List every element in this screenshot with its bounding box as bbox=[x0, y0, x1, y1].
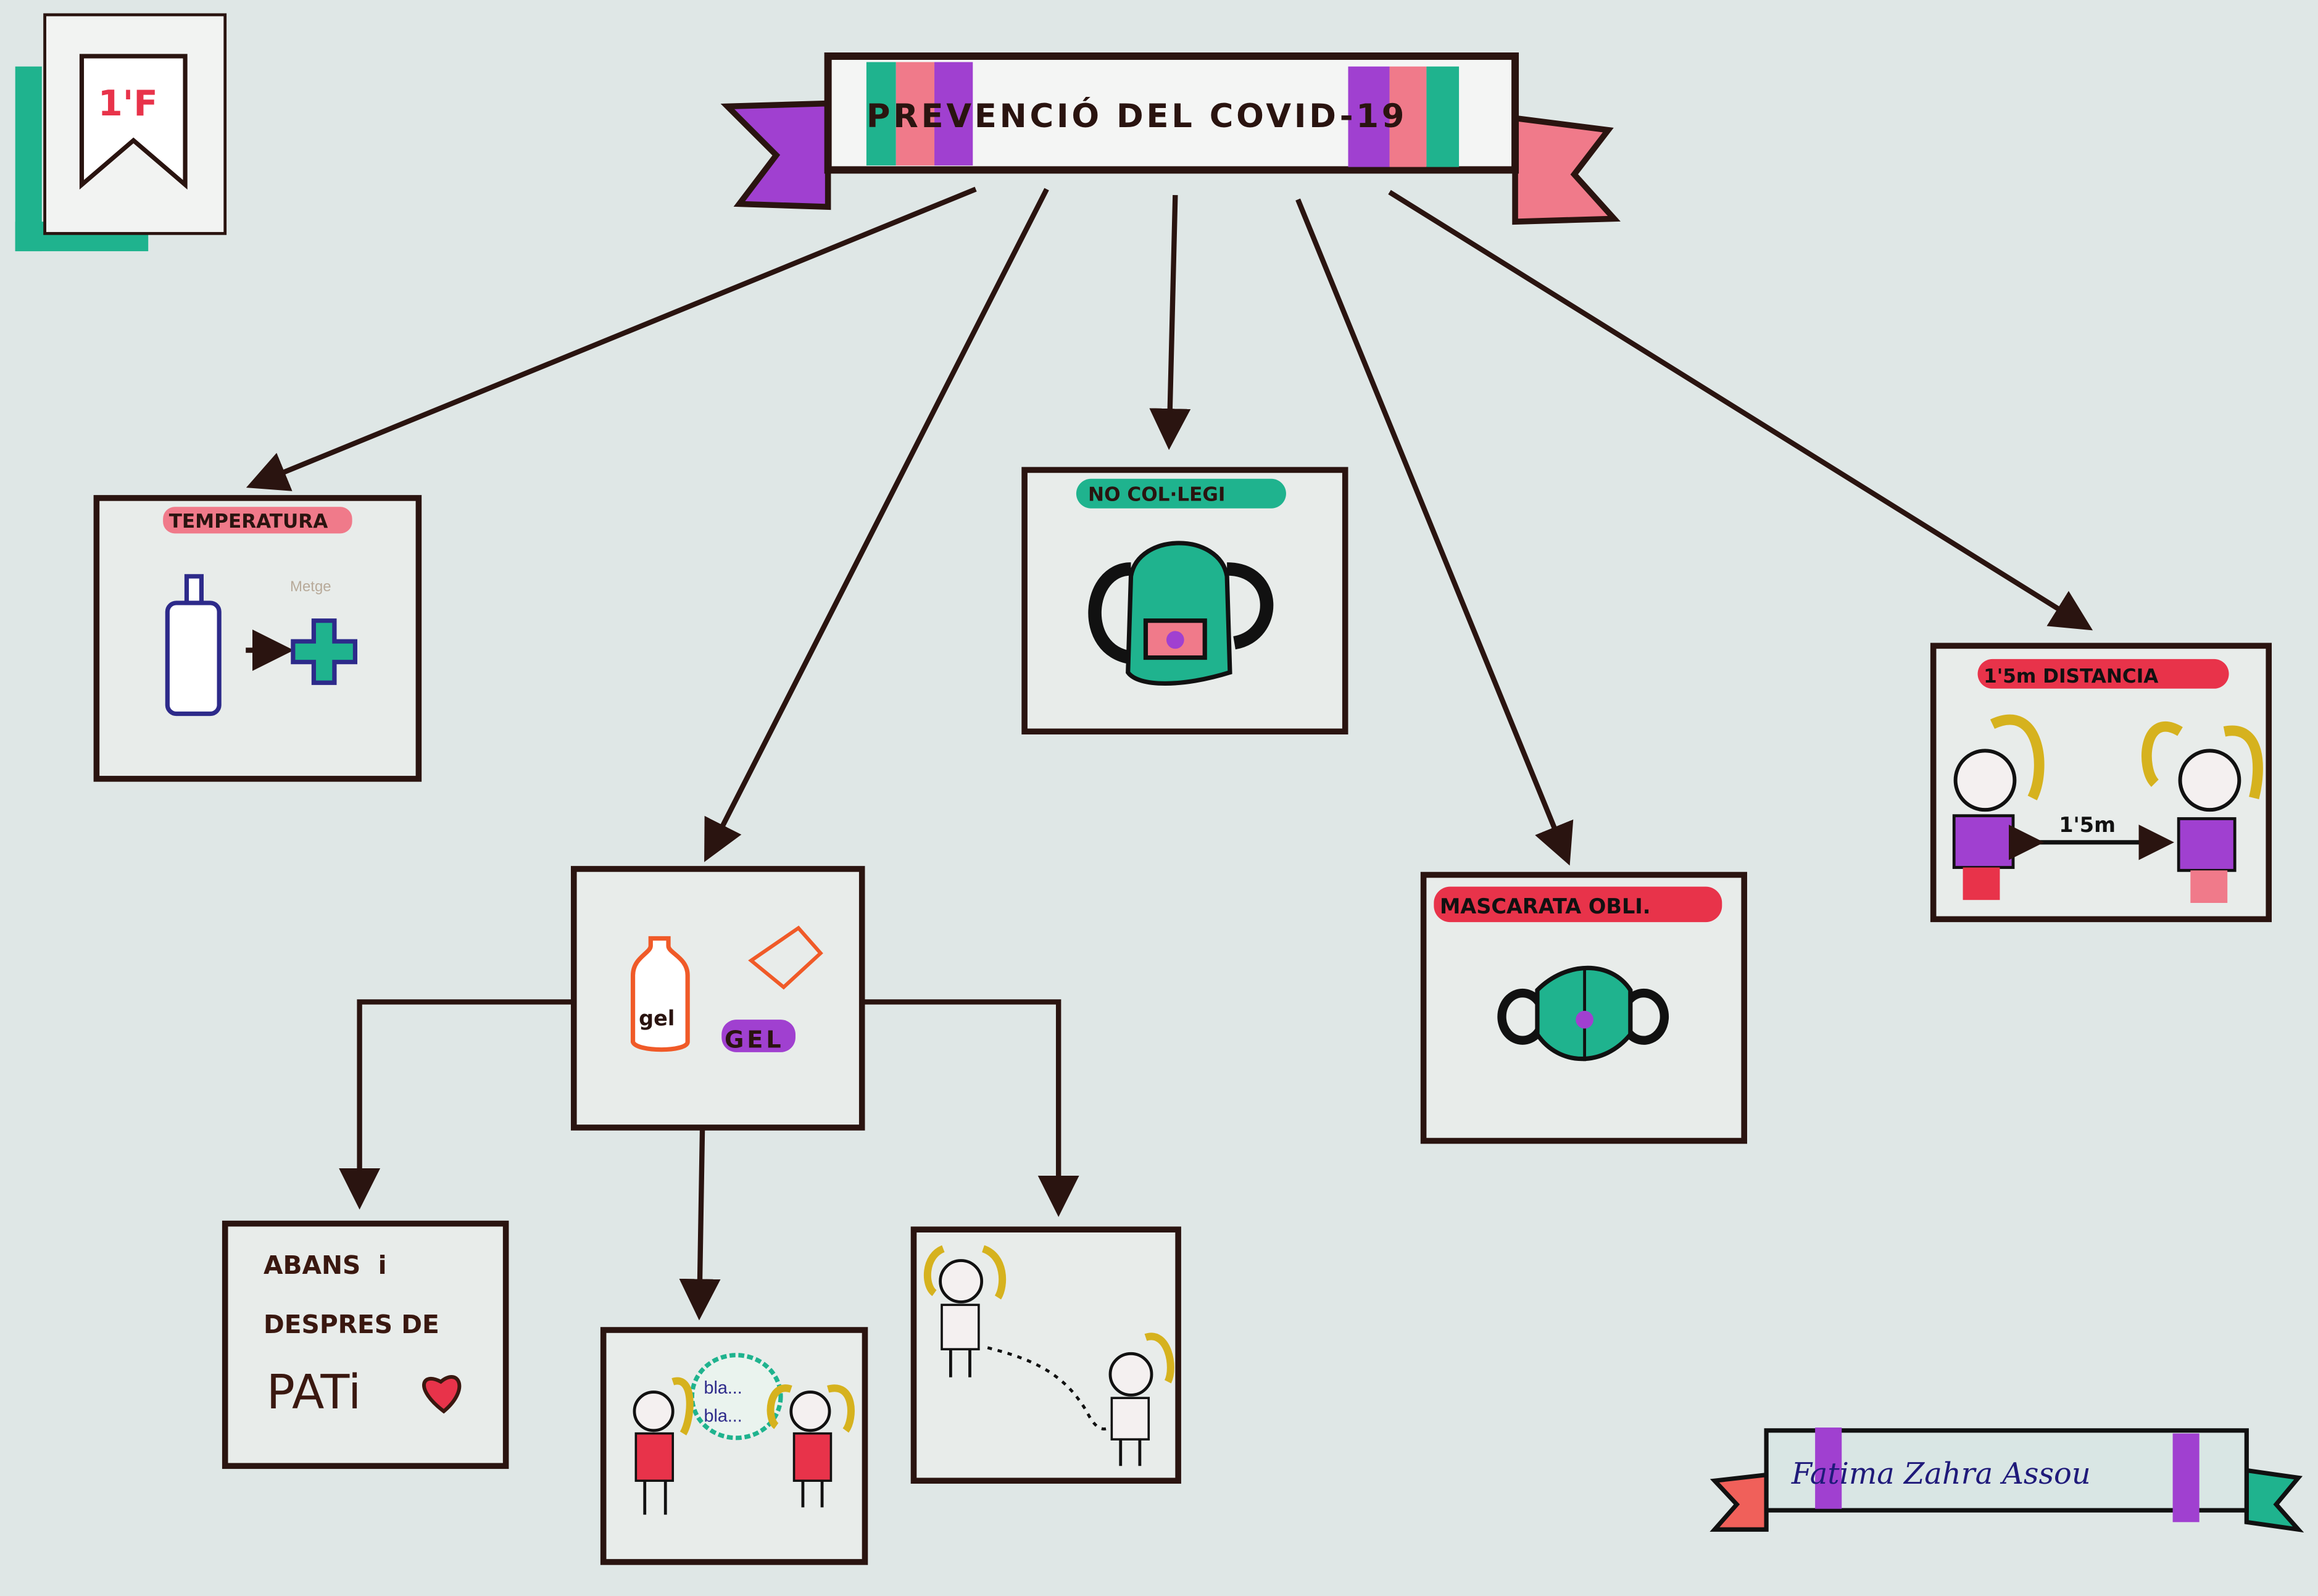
badge-label: 1'F bbox=[98, 83, 158, 124]
arrow-to-no-collegi bbox=[1149, 194, 1191, 451]
temperatura-label: TEMPERATURA bbox=[169, 510, 328, 533]
arrow-to-gel bbox=[704, 188, 1049, 862]
girl-right-icon bbox=[2141, 721, 2263, 904]
gel-label: GEL bbox=[725, 1026, 784, 1054]
thermometer-bottle-icon bbox=[165, 601, 222, 717]
girl-right-icon bbox=[1108, 1332, 1174, 1466]
class-badge: 1'F bbox=[15, 13, 227, 252]
medical-cross-icon bbox=[291, 618, 358, 685]
dotted-path-icon bbox=[987, 1346, 1113, 1431]
node-talking: bla... bla... bbox=[600, 1327, 868, 1565]
face-mask-icon bbox=[1497, 965, 1669, 1062]
connectors bbox=[246, 186, 2093, 1321]
node-distancia: 1'5m DISTANCIA 1'5m bbox=[1930, 642, 2272, 923]
arrow-to-mascareta bbox=[1295, 198, 1574, 866]
author-banner: Fatima Zahra Assou bbox=[1709, 1428, 2304, 1533]
arrow-gel-to-walk bbox=[862, 999, 1079, 1217]
node-mascareta: MASCARATA OBLI. bbox=[1420, 871, 1747, 1144]
distancia-label: 1'5m DISTANCIA bbox=[1984, 665, 2158, 688]
node-temperatura: TEMPERATURA Metge bbox=[93, 495, 422, 782]
author-name: Fatima Zahra Assou bbox=[1791, 1457, 2091, 1491]
backpack-icon bbox=[1088, 541, 1274, 686]
gel-bottle-label: gel bbox=[639, 1007, 675, 1031]
hand-icon bbox=[748, 925, 823, 990]
heart-icon bbox=[422, 1375, 462, 1414]
girl-left-icon bbox=[1952, 714, 2045, 900]
abans-line3: PATi bbox=[267, 1365, 361, 1420]
girl-right-icon bbox=[766, 1384, 855, 1508]
bubble-text-1: bla... bbox=[704, 1378, 742, 1398]
abans-line2: DESPRES DE bbox=[264, 1310, 439, 1339]
node-gel: gel GEL bbox=[571, 866, 865, 1131]
title-text: PREVENCIÓ DEL COVID-19 bbox=[866, 96, 1407, 135]
gel-bottle-icon bbox=[630, 936, 690, 1052]
mascareta-label: MASCARATA OBLI. bbox=[1440, 894, 1651, 918]
abans-line1: ABANS i bbox=[264, 1250, 387, 1280]
girl-left-icon bbox=[923, 1245, 1007, 1378]
distancia-measure: 1'5m bbox=[2059, 813, 2116, 837]
arrow-to-distancia bbox=[1388, 189, 2093, 631]
no-collegi-label: NO COL·LEGI bbox=[1088, 484, 1225, 506]
title-banner: PREVENCIÓ DEL COVID-19 bbox=[720, 52, 1621, 225]
bubble-text-2: bla... bbox=[704, 1406, 742, 1426]
arrow-gel-to-abans bbox=[339, 999, 574, 1210]
node-abans-despres: ABANS i DESPRES DE PATi bbox=[222, 1220, 509, 1469]
temperatura-note: Metge bbox=[290, 578, 331, 595]
girl-left-icon bbox=[633, 1377, 694, 1515]
arrow-gel-to-bla bbox=[679, 1127, 721, 1321]
node-no-collegi: NO COL·LEGI bbox=[1021, 467, 1348, 735]
arrow-to-temperatura bbox=[246, 186, 977, 491]
node-walking-away bbox=[910, 1226, 1181, 1484]
